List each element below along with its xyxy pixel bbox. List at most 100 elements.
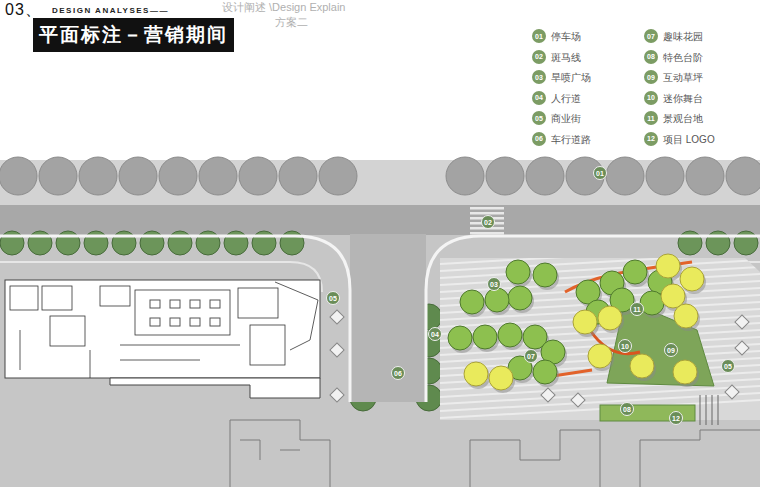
table	[210, 318, 220, 326]
tree	[498, 323, 522, 347]
legend-number: 07趣味花园	[644, 29, 658, 43]
number-text: 02	[535, 53, 543, 60]
street-tree	[0, 157, 37, 195]
wall	[275, 282, 318, 350]
step-lines	[700, 395, 718, 425]
number-text: 12	[647, 135, 655, 142]
ground	[0, 160, 760, 487]
tree	[533, 263, 557, 287]
floor-plan-lines	[10, 282, 318, 378]
callout-number: 05	[326, 291, 340, 305]
furniture	[150, 300, 220, 326]
tree	[630, 354, 654, 378]
legend-number: 01停车场	[532, 29, 546, 43]
tree	[485, 288, 509, 312]
tree	[680, 267, 704, 291]
legend-number: 12项目 LOGO	[644, 132, 658, 146]
callout-number: 01	[593, 166, 607, 180]
title-box: 平面标注－营销期间	[33, 18, 234, 52]
zebra-crossing	[470, 207, 504, 235]
legend-text: 景观台地	[663, 113, 703, 124]
legend-number: 11景观台地	[644, 111, 658, 125]
table	[150, 300, 160, 308]
legend-number: 02斑马线	[532, 50, 546, 64]
drive-road	[350, 234, 426, 402]
title-text: 平面标注－营销期间	[39, 22, 228, 48]
street-tree	[526, 157, 564, 195]
number-text: 06	[535, 135, 543, 142]
room	[42, 286, 72, 310]
umbrella	[330, 343, 344, 357]
sales-building	[110, 378, 320, 398]
street-tree	[79, 157, 117, 195]
number-text: 04	[535, 94, 543, 101]
number-text: 05	[724, 363, 732, 370]
tree	[656, 254, 680, 278]
tree	[464, 362, 488, 386]
room	[250, 325, 285, 365]
room	[100, 286, 130, 306]
table	[170, 300, 180, 308]
tree	[673, 360, 697, 384]
street-tree	[566, 157, 604, 195]
legend-number: 09互动草坪	[644, 70, 658, 84]
street-tree	[446, 157, 484, 195]
legend-number: 04人行道	[532, 91, 546, 105]
number-text: 08	[647, 53, 655, 60]
tree	[598, 306, 622, 330]
legend-number: 05商业街	[532, 111, 546, 125]
number-text: 09	[647, 74, 655, 81]
legend-text: 人行道	[551, 92, 581, 103]
tree	[640, 291, 664, 315]
scheme-label: 方案二	[275, 16, 308, 28]
callout-number: 10	[618, 339, 632, 353]
legend-text: 停车场	[551, 31, 581, 42]
callout-number: 03	[487, 277, 501, 291]
street-tree	[119, 157, 157, 195]
number-text: 11	[647, 115, 654, 122]
legend-text: 特色台阶	[663, 51, 703, 62]
umbrella	[571, 393, 585, 407]
callout-number: 02	[481, 215, 495, 229]
legend-text: 趣味花园	[663, 31, 703, 42]
umbrella	[735, 315, 749, 329]
building-outline	[240, 440, 300, 460]
steps	[700, 395, 718, 425]
table	[190, 300, 200, 308]
street-tree	[726, 157, 760, 195]
umbrella	[330, 310, 344, 324]
legend-number: 08特色台阶	[644, 50, 658, 64]
section-number: 03、	[5, 1, 42, 19]
tree	[588, 344, 612, 368]
wall	[20, 330, 240, 378]
sales-building	[5, 280, 320, 378]
number-text: 11	[633, 306, 640, 313]
paving-stripes	[440, 246, 760, 418]
building-outline	[230, 420, 330, 487]
number-text: 06	[394, 370, 402, 377]
tree	[489, 366, 513, 390]
number-text: 01	[535, 33, 543, 40]
callout-number: 07	[524, 349, 538, 363]
legend-text: 斑马线	[551, 51, 581, 62]
table	[150, 318, 160, 326]
number-text: 05	[535, 115, 543, 122]
street-tree	[159, 157, 197, 195]
tree	[460, 290, 484, 314]
callout-number: 12	[669, 411, 683, 425]
number-text: 07	[647, 33, 655, 40]
number-text: 10	[647, 94, 655, 101]
legend-text: 旱喷广场	[551, 72, 591, 83]
street-tree	[319, 157, 357, 195]
table	[170, 318, 180, 326]
number-text: 03	[535, 74, 543, 81]
table	[210, 300, 220, 308]
umbrella	[541, 388, 555, 402]
number-text: 05	[329, 295, 337, 302]
number-text: 12	[672, 415, 680, 422]
zebra-stripe	[470, 207, 504, 210]
callout-number: 04	[428, 327, 442, 341]
number-text: 07	[527, 353, 535, 360]
room	[10, 286, 38, 310]
